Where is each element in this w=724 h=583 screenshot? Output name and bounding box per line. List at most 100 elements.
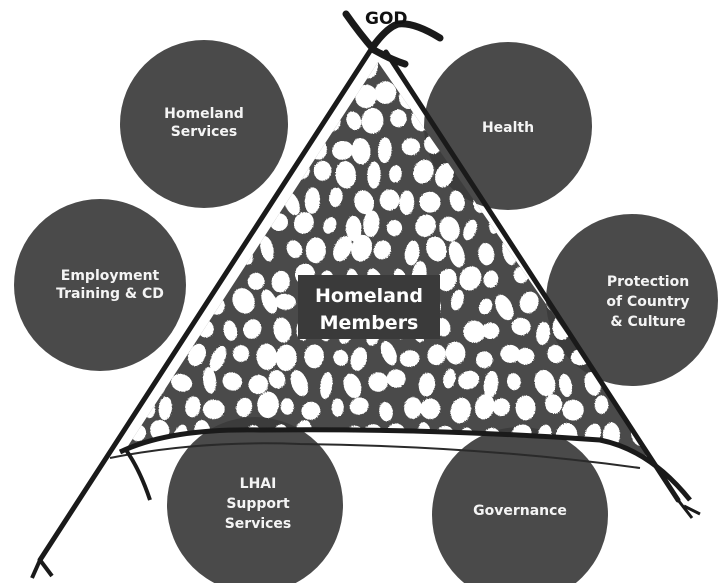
circle-employment: Employment Training & CD [14,199,186,371]
net-hole [449,190,465,212]
circle-governance-line1: Governance [473,503,567,519]
net-hole [492,398,511,417]
net-hole [675,417,698,444]
net-hole [640,192,655,210]
net-hole [368,372,389,392]
net-hole [590,85,609,105]
net-hole [620,134,641,159]
net-hole [305,237,326,264]
net-hole [293,212,314,234]
net-hole [608,109,624,127]
net-hole [386,369,406,388]
net-hole [506,373,521,391]
net-hole [419,191,441,213]
net-hole [304,344,325,369]
net-hole [349,397,369,415]
net-hole [171,373,193,392]
net-hole [495,294,514,321]
circle-lhai-line1: LHAI [240,476,277,492]
net-hole [236,397,253,417]
net-hole [559,373,573,397]
net-hole [417,62,434,80]
net-hole [684,445,706,470]
net-hole [515,395,536,421]
net-hole [320,371,333,400]
net-hole [413,159,434,184]
center-label-box: Homeland Members [298,275,440,339]
net-hole [522,235,537,262]
net-hole [333,349,349,366]
net-hole [594,395,609,415]
net-hole [333,236,353,262]
net-hole [373,240,392,260]
center-label-line1: Homeland [315,285,423,307]
net-hole [435,163,454,188]
circle-protection-line3: & Culture [610,314,685,330]
net-hole [273,317,292,343]
center-label-line2: Members [320,312,419,334]
net-hole [261,289,278,314]
net-hole [516,347,535,365]
net-hole [450,397,471,424]
net-hole [404,240,420,266]
circle-lhai: LHAI Support Services [167,417,343,583]
net-hole [637,134,653,156]
net-hole [657,161,668,187]
net-hole [363,210,380,238]
circle-employment-line1: Employment [61,268,160,284]
net-hole [286,240,303,259]
net-hole [158,396,172,421]
top-label-god: GOD [365,9,408,29]
net-hole [625,108,643,132]
net-hole [658,399,668,420]
net-hole [322,62,338,82]
circle-lhai-line2: Support [226,496,290,512]
net-hole [437,268,457,292]
circle-protection: Protection of Country & Culture [546,214,718,386]
net-hole [390,109,407,128]
net-hole [463,320,486,343]
net-hole [675,54,697,80]
net-hole [97,157,121,188]
net-hole [256,343,278,370]
net-hole [686,184,715,213]
net-hole [588,192,607,212]
net-hole [343,373,362,399]
net-hole [426,236,447,262]
net-hole [386,219,403,237]
net-hole [346,111,362,130]
net-hole [351,234,373,262]
net-hole [688,398,705,415]
net-hole [304,88,324,110]
net-hole [658,110,668,128]
net-hole [639,400,654,420]
net-hole [331,398,344,417]
net-hole [332,140,354,160]
circle-protection-line2: of Country [606,294,689,310]
net-hole [545,394,563,414]
net-hole [427,344,446,366]
net-hole [511,317,531,336]
net-hole [185,396,201,418]
net-hole [351,138,371,165]
net-hole [404,397,422,419]
net-hole [474,393,495,420]
net-hole [448,241,465,268]
net-hole [232,288,255,314]
net-hole [519,291,539,314]
net-hole [547,345,565,364]
net-hole [646,62,668,84]
net-hole [399,190,415,215]
net-hole [257,391,279,418]
net-hole [260,236,274,262]
net-hole [96,108,120,137]
net-hole [271,270,290,293]
net-hole [367,161,381,189]
net-hole [280,398,294,415]
net-hole [475,351,493,369]
net-hole [289,105,307,133]
net-hole [463,219,478,241]
net-hole [275,344,297,371]
